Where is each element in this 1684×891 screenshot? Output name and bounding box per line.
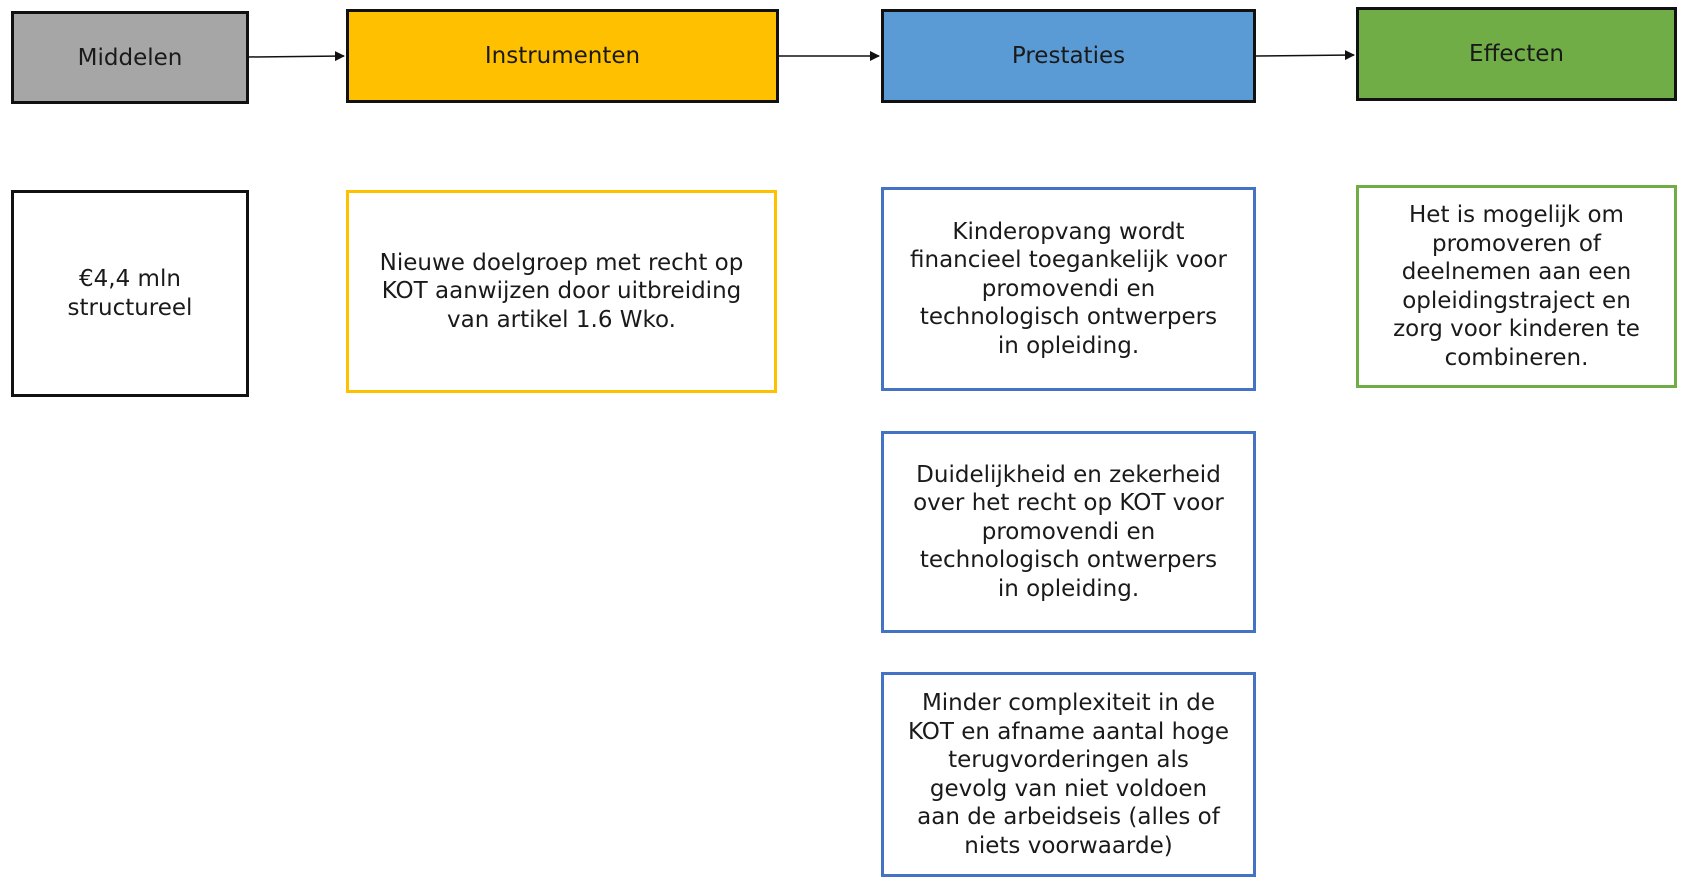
header-effecten: Effecten bbox=[1356, 7, 1677, 101]
header-effecten-label: Effecten bbox=[1469, 41, 1564, 67]
box-instrumenten-text: Nieuwe doelgroep met recht op KOT aanwij… bbox=[379, 249, 744, 333]
header-instrumenten: Instrumenten bbox=[346, 9, 779, 103]
header-prestaties: Prestaties bbox=[881, 9, 1256, 103]
box-prestatie-3: Minder complexiteit in de KOT en afname … bbox=[881, 672, 1256, 877]
arrow-prestaties-effecten bbox=[1255, 50, 1355, 61]
header-middelen: Middelen bbox=[11, 11, 249, 104]
header-prestaties-label: Prestaties bbox=[1011, 43, 1126, 69]
box-effecten: Het is mogelijk om promoveren of deelnem… bbox=[1356, 185, 1677, 388]
box-prestatie-2: Duidelijkheid en zekerheid over het rech… bbox=[881, 431, 1256, 633]
box-prestatie-1: Kinderopvang wordt financieel toegankeli… bbox=[881, 187, 1256, 391]
header-middelen-label: Middelen bbox=[77, 44, 183, 71]
arrow-middelen-instrumenten bbox=[248, 51, 345, 62]
box-effecten-text: Het is mogelijk om promoveren of deelnem… bbox=[1393, 202, 1640, 371]
box-prestatie-1-text: Kinderopvang wordt financieel toegankeli… bbox=[910, 218, 1227, 359]
box-middelen: €4,4 mln structureel bbox=[11, 190, 249, 397]
box-middelen-text: €4,4 mln structureel bbox=[67, 266, 193, 321]
header-instrumenten-label: Instrumenten bbox=[484, 43, 641, 69]
box-prestatie-3-text: Minder complexiteit in de KOT en afname … bbox=[907, 690, 1230, 859]
box-instrumenten: Nieuwe doelgroep met recht op KOT aanwij… bbox=[346, 190, 777, 393]
box-prestatie-2-text: Duidelijkheid en zekerheid over het rech… bbox=[913, 461, 1224, 602]
